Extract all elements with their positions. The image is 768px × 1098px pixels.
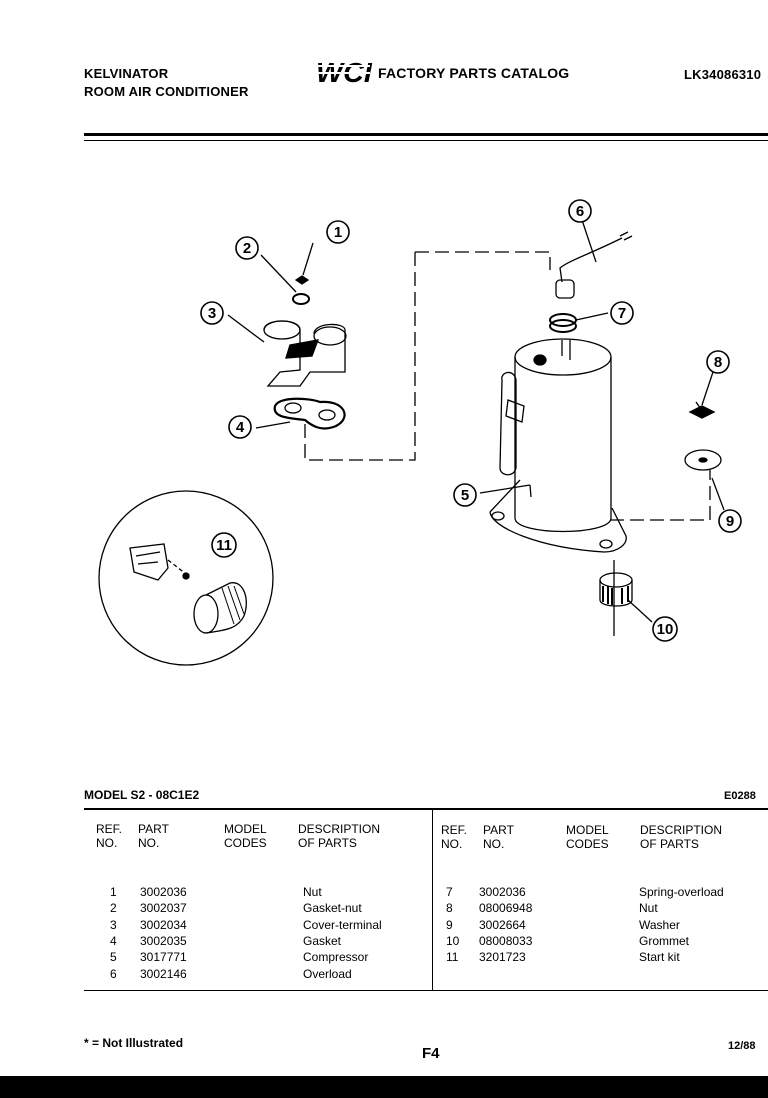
row-part: 3201723 <box>479 950 526 965</box>
callout-3: 3 <box>208 305 216 322</box>
row-ref: 1 <box>110 885 117 899</box>
callout-4: 4 <box>236 419 245 436</box>
header-part-left: PART NO. <box>138 822 169 850</box>
callout-2: 2 <box>243 240 251 257</box>
row-ref: 11 <box>446 950 459 965</box>
callout-10: 10 <box>657 621 674 638</box>
row-part: 08008033 <box>479 933 533 948</box>
wci-logo: WCI <box>316 57 373 88</box>
header-model-right: MODEL CODES <box>566 823 609 851</box>
row-part: 3002036 <box>479 885 526 899</box>
footnote: * = Not Illustrated <box>84 1036 184 1050</box>
row-ref: 9 <box>446 917 453 932</box>
row-ref: 8 <box>446 901 453 916</box>
row-part: 3002037 <box>140 901 187 916</box>
callout-7: 7 <box>618 305 626 322</box>
row-desc: Nut <box>303 885 322 899</box>
row-part: 3002035 <box>140 933 187 948</box>
header-model-left: MODEL CODES <box>224 822 267 850</box>
header-desc-left: DESCRIPTION OF PARTS <box>298 822 381 850</box>
row-desc: Washer <box>639 917 680 932</box>
row-desc: Cover-terminal <box>303 917 382 932</box>
callout-1: 1 <box>334 224 342 241</box>
row-desc: Start kit <box>639 950 680 965</box>
row-desc: Gasket <box>303 933 342 948</box>
row-ref: 6 <box>110 966 117 981</box>
row-desc: Grommet <box>639 933 690 948</box>
diagram-code: E0288 <box>724 790 756 802</box>
table-bottom-rule <box>84 990 768 991</box>
row-part: 3017771 <box>140 950 187 965</box>
page-id: F4 <box>422 1045 440 1062</box>
row-part: 3002146 <box>140 966 187 981</box>
row-ref: 7 <box>446 885 453 899</box>
callout-8: 8 <box>714 354 722 371</box>
row-part: 3002034 <box>140 917 187 932</box>
model-label: MODEL S2 - 08C1E2 <box>84 788 200 802</box>
row-ref: 10 <box>446 933 460 948</box>
page-bottom-edge <box>0 1076 768 1098</box>
row-desc: Spring-overload <box>639 885 724 899</box>
table-divider <box>432 810 433 990</box>
row-part: 3002036 <box>140 885 187 899</box>
catalog-title: FACTORY PARTS CATALOG <box>378 65 570 81</box>
callout-9: 9 <box>726 513 734 530</box>
product-line: ROOM AIR CONDITIONER <box>84 84 249 99</box>
table-top-rule <box>84 808 768 810</box>
row-ref: 2 <box>110 901 117 916</box>
header-desc-right: DESCRIPTION OF PARTS <box>640 823 723 851</box>
exploded-parts-diagram: 1 2 3 4 5 6 7 8 9 10 11 <box>98 199 742 666</box>
row-ref: 5 <box>110 950 117 965</box>
row-ref: 4 <box>110 933 117 948</box>
header-ref-left: REF. NO. <box>96 822 123 850</box>
row-part: 3002664 <box>479 917 526 932</box>
row-desc: Compressor <box>303 950 369 965</box>
row-desc: Nut <box>639 901 658 916</box>
callout-6: 6 <box>576 203 584 220</box>
header-rule-thin <box>84 140 768 141</box>
brand-name: KELVINATOR <box>84 66 169 81</box>
print-date: 12/88 <box>728 1040 756 1052</box>
header-part-right: PART NO. <box>483 823 514 851</box>
row-desc: Overload <box>303 966 352 981</box>
header-ref-right: REF. NO. <box>441 823 468 851</box>
row-ref: 3 <box>110 917 117 932</box>
callout-11: 11 <box>216 537 232 554</box>
callout-5: 5 <box>461 487 469 504</box>
header-rule <box>84 133 768 136</box>
document-number: LK34086310 <box>684 67 762 82</box>
row-desc: Gasket-nut <box>303 901 362 916</box>
row-part: 08006948 <box>479 901 533 916</box>
